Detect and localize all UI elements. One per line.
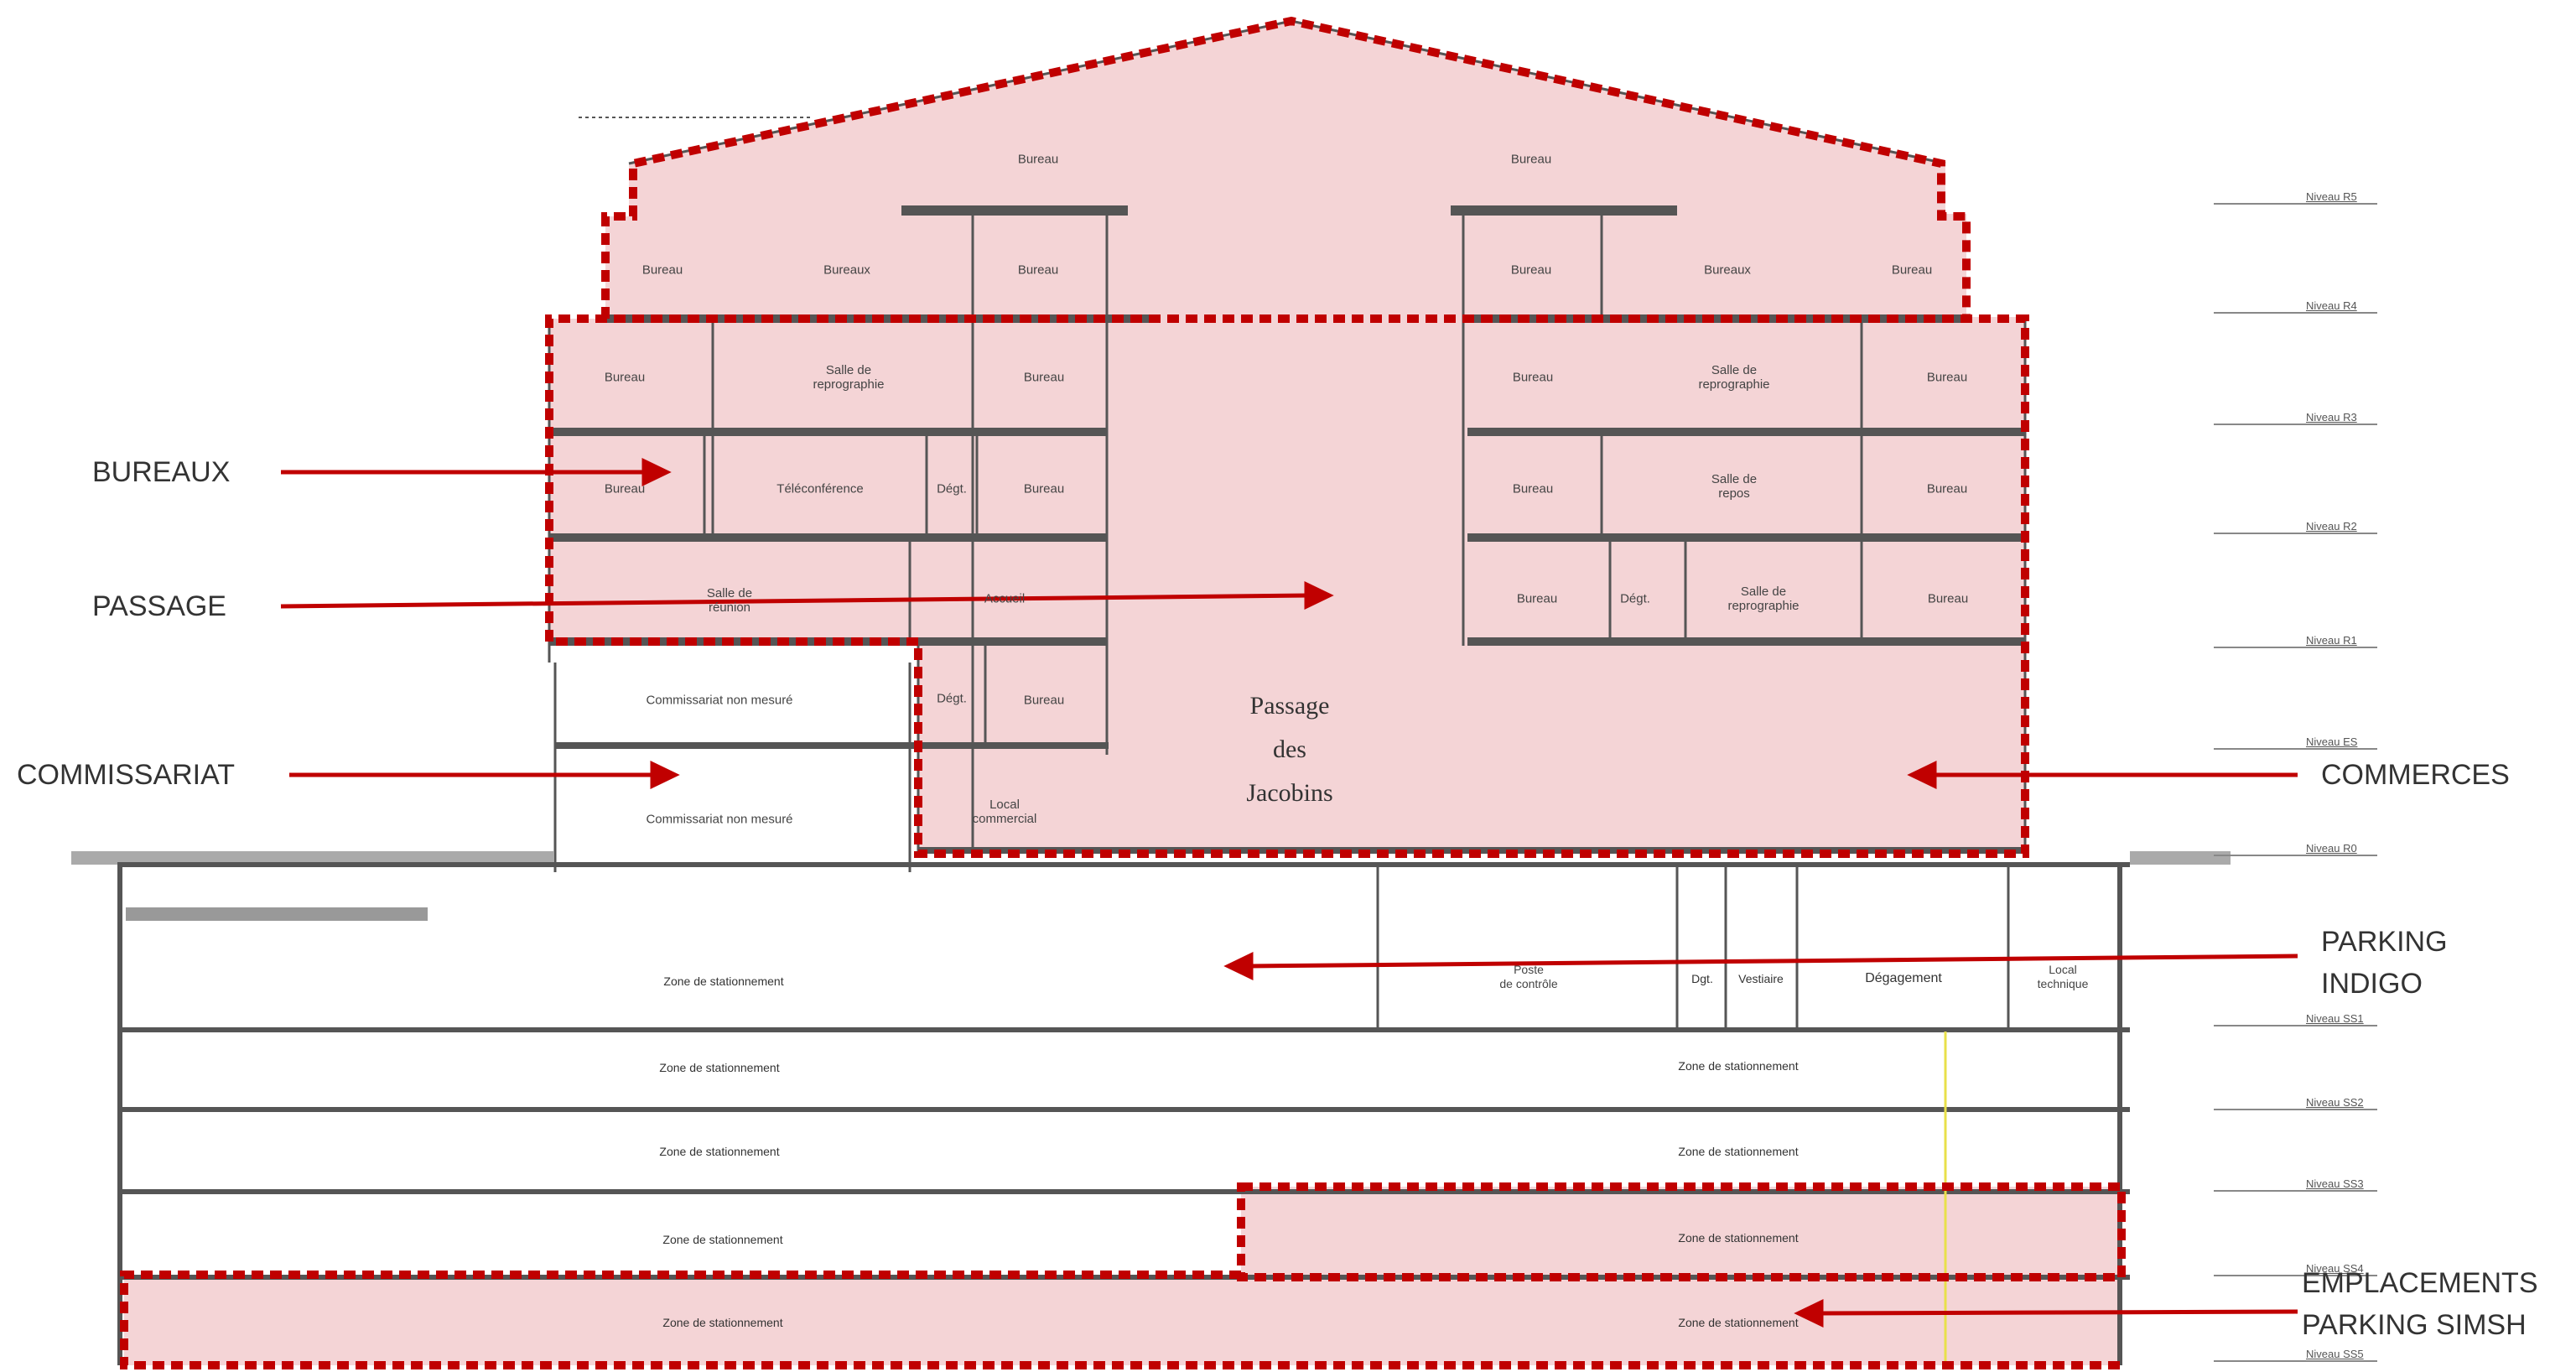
level-ss3: Niveau SS3 xyxy=(2306,1177,2364,1190)
basement-dgt: Dgt. xyxy=(1691,972,1713,985)
degagement: Dégagement xyxy=(1865,971,1942,985)
callout-bureaux: BUREAUX xyxy=(92,456,231,488)
interior-walls xyxy=(553,214,1863,872)
ss4-parking-right: Zone de stationnement xyxy=(1678,1231,1799,1245)
level-lines xyxy=(2214,203,2377,1362)
callout-commerces: COMMERCES xyxy=(2321,759,2510,791)
room-r3-bureau-right-b: Bureau xyxy=(1926,370,1968,385)
room-r4-bureaux-left: Bureaux xyxy=(823,262,870,278)
room-r1-salle-repro-right: Salle de reprographie xyxy=(1727,585,1800,613)
room-r3-bureau-right-a: Bureau xyxy=(1512,370,1554,385)
room-r1-bureau-right-a: Bureau xyxy=(1516,591,1558,606)
room-r4-bureau-right-b: Bureau xyxy=(1891,262,1933,278)
room-r1-degt-right: Dégt. xyxy=(1620,591,1650,606)
room-rdc-degt: Dégt. xyxy=(937,691,967,706)
level-r3: Niveau R3 xyxy=(2306,411,2357,424)
highlight-outlines xyxy=(120,16,2126,1369)
room-r3-bureau-left-b: Bureau xyxy=(1023,370,1065,385)
room-r2-degt-left: Dégt. xyxy=(937,481,967,496)
room-r2-bureau-right-b: Bureau xyxy=(1926,481,1968,496)
ss2-parking-left: Zone de stationnement xyxy=(659,1061,780,1074)
room-r2-bureau-right-a: Bureau xyxy=(1512,481,1554,496)
room-r2-teleconference: Téléconférence xyxy=(776,481,864,496)
level-r0: Niveau R0 xyxy=(2306,842,2357,855)
vestiaire: Vestiaire xyxy=(1738,972,1784,985)
room-r3-salle-repro-right: Salle de reprographie xyxy=(1698,363,1770,392)
ss5-parking-right: Zone de stationnement xyxy=(1678,1316,1799,1329)
room-r1-accueil: Accueil xyxy=(984,591,1026,606)
passage-des-jacobins-label: Passage des Jacobins xyxy=(1246,692,1333,807)
ss3-parking-right: Zone de stationnement xyxy=(1678,1145,1799,1158)
parking-ss4-zone-fill xyxy=(1241,1187,2122,1279)
room-commissariat-lower: Commissariat non mesuré xyxy=(646,812,793,827)
ss2-parking-right: Zone de stationnement xyxy=(1678,1059,1799,1073)
callout-emplacements-parking: EMPLACEMENTS PARKING SIMSH xyxy=(2302,1267,2538,1341)
room-r5-bureau-right: Bureau xyxy=(1510,152,1552,167)
room-r1-salle-reunion: Salle de réunion xyxy=(706,586,753,615)
room-local-commercial: Local commercial xyxy=(972,798,1037,826)
ground-line xyxy=(71,851,2231,867)
room-r1-bureau-right-b: Bureau xyxy=(1927,591,1969,606)
callout-passage: PASSAGE xyxy=(92,590,226,622)
level-es: Niveau ES xyxy=(2306,735,2358,748)
room-rdc-bureau: Bureau xyxy=(1023,693,1065,708)
room-r2-salle-repos: Salle de repos xyxy=(1711,472,1758,501)
room-r4-bureau-right-a: Bureau xyxy=(1510,262,1552,278)
basement-walls xyxy=(1376,867,2010,1027)
level-ss1: Niveau SS1 xyxy=(2306,1012,2364,1025)
ss3-parking-left: Zone de stationnement xyxy=(659,1145,780,1158)
room-r3-bureau-left-a: Bureau xyxy=(604,370,646,385)
level-r1: Niveau R1 xyxy=(2306,634,2357,647)
level-ss4: Niveau SS4 xyxy=(2306,1262,2364,1275)
level-ss5: Niveau SS5 xyxy=(2306,1348,2364,1360)
local-technique: Local technique xyxy=(2037,963,2089,990)
callout-parking-indigo: PARKING INDIGO xyxy=(2321,926,2448,1000)
room-r4-bureau-left-b: Bureau xyxy=(1017,262,1059,278)
room-r4-bureaux-right: Bureaux xyxy=(1704,262,1751,278)
room-commissariat-upper: Commissariat non mesuré xyxy=(646,693,793,708)
ss4-parking-left: Zone de stationnement xyxy=(662,1233,783,1246)
level-ss2: Niveau SS2 xyxy=(2306,1096,2364,1109)
room-r5-bureau-left: Bureau xyxy=(1017,152,1059,167)
commissariat-zone-fill xyxy=(555,642,911,866)
level-r5: Niveau R5 xyxy=(2306,190,2357,203)
callout-commissariat: COMMISSARIAT xyxy=(17,759,236,791)
room-r4-bureau-left-a: Bureau xyxy=(641,262,683,278)
level-r4: Niveau R4 xyxy=(2306,299,2357,312)
callout-arrows xyxy=(280,458,2298,1328)
ss5-parking-left: Zone de stationnement xyxy=(662,1316,783,1329)
room-r2-bureau-left-a: Bureau xyxy=(604,481,646,496)
ss1-parking-zone: Zone de stationnement xyxy=(663,974,784,988)
room-r3-salle-repro-left: Salle de reprographie xyxy=(813,363,885,392)
poste-de-controle: Poste de contrôle xyxy=(1499,963,1558,990)
level-r2: Niveau R2 xyxy=(2306,520,2357,533)
parking-ss5-zone-fill xyxy=(124,1275,2122,1365)
room-r2-bureau-left-b: Bureau xyxy=(1023,481,1065,496)
